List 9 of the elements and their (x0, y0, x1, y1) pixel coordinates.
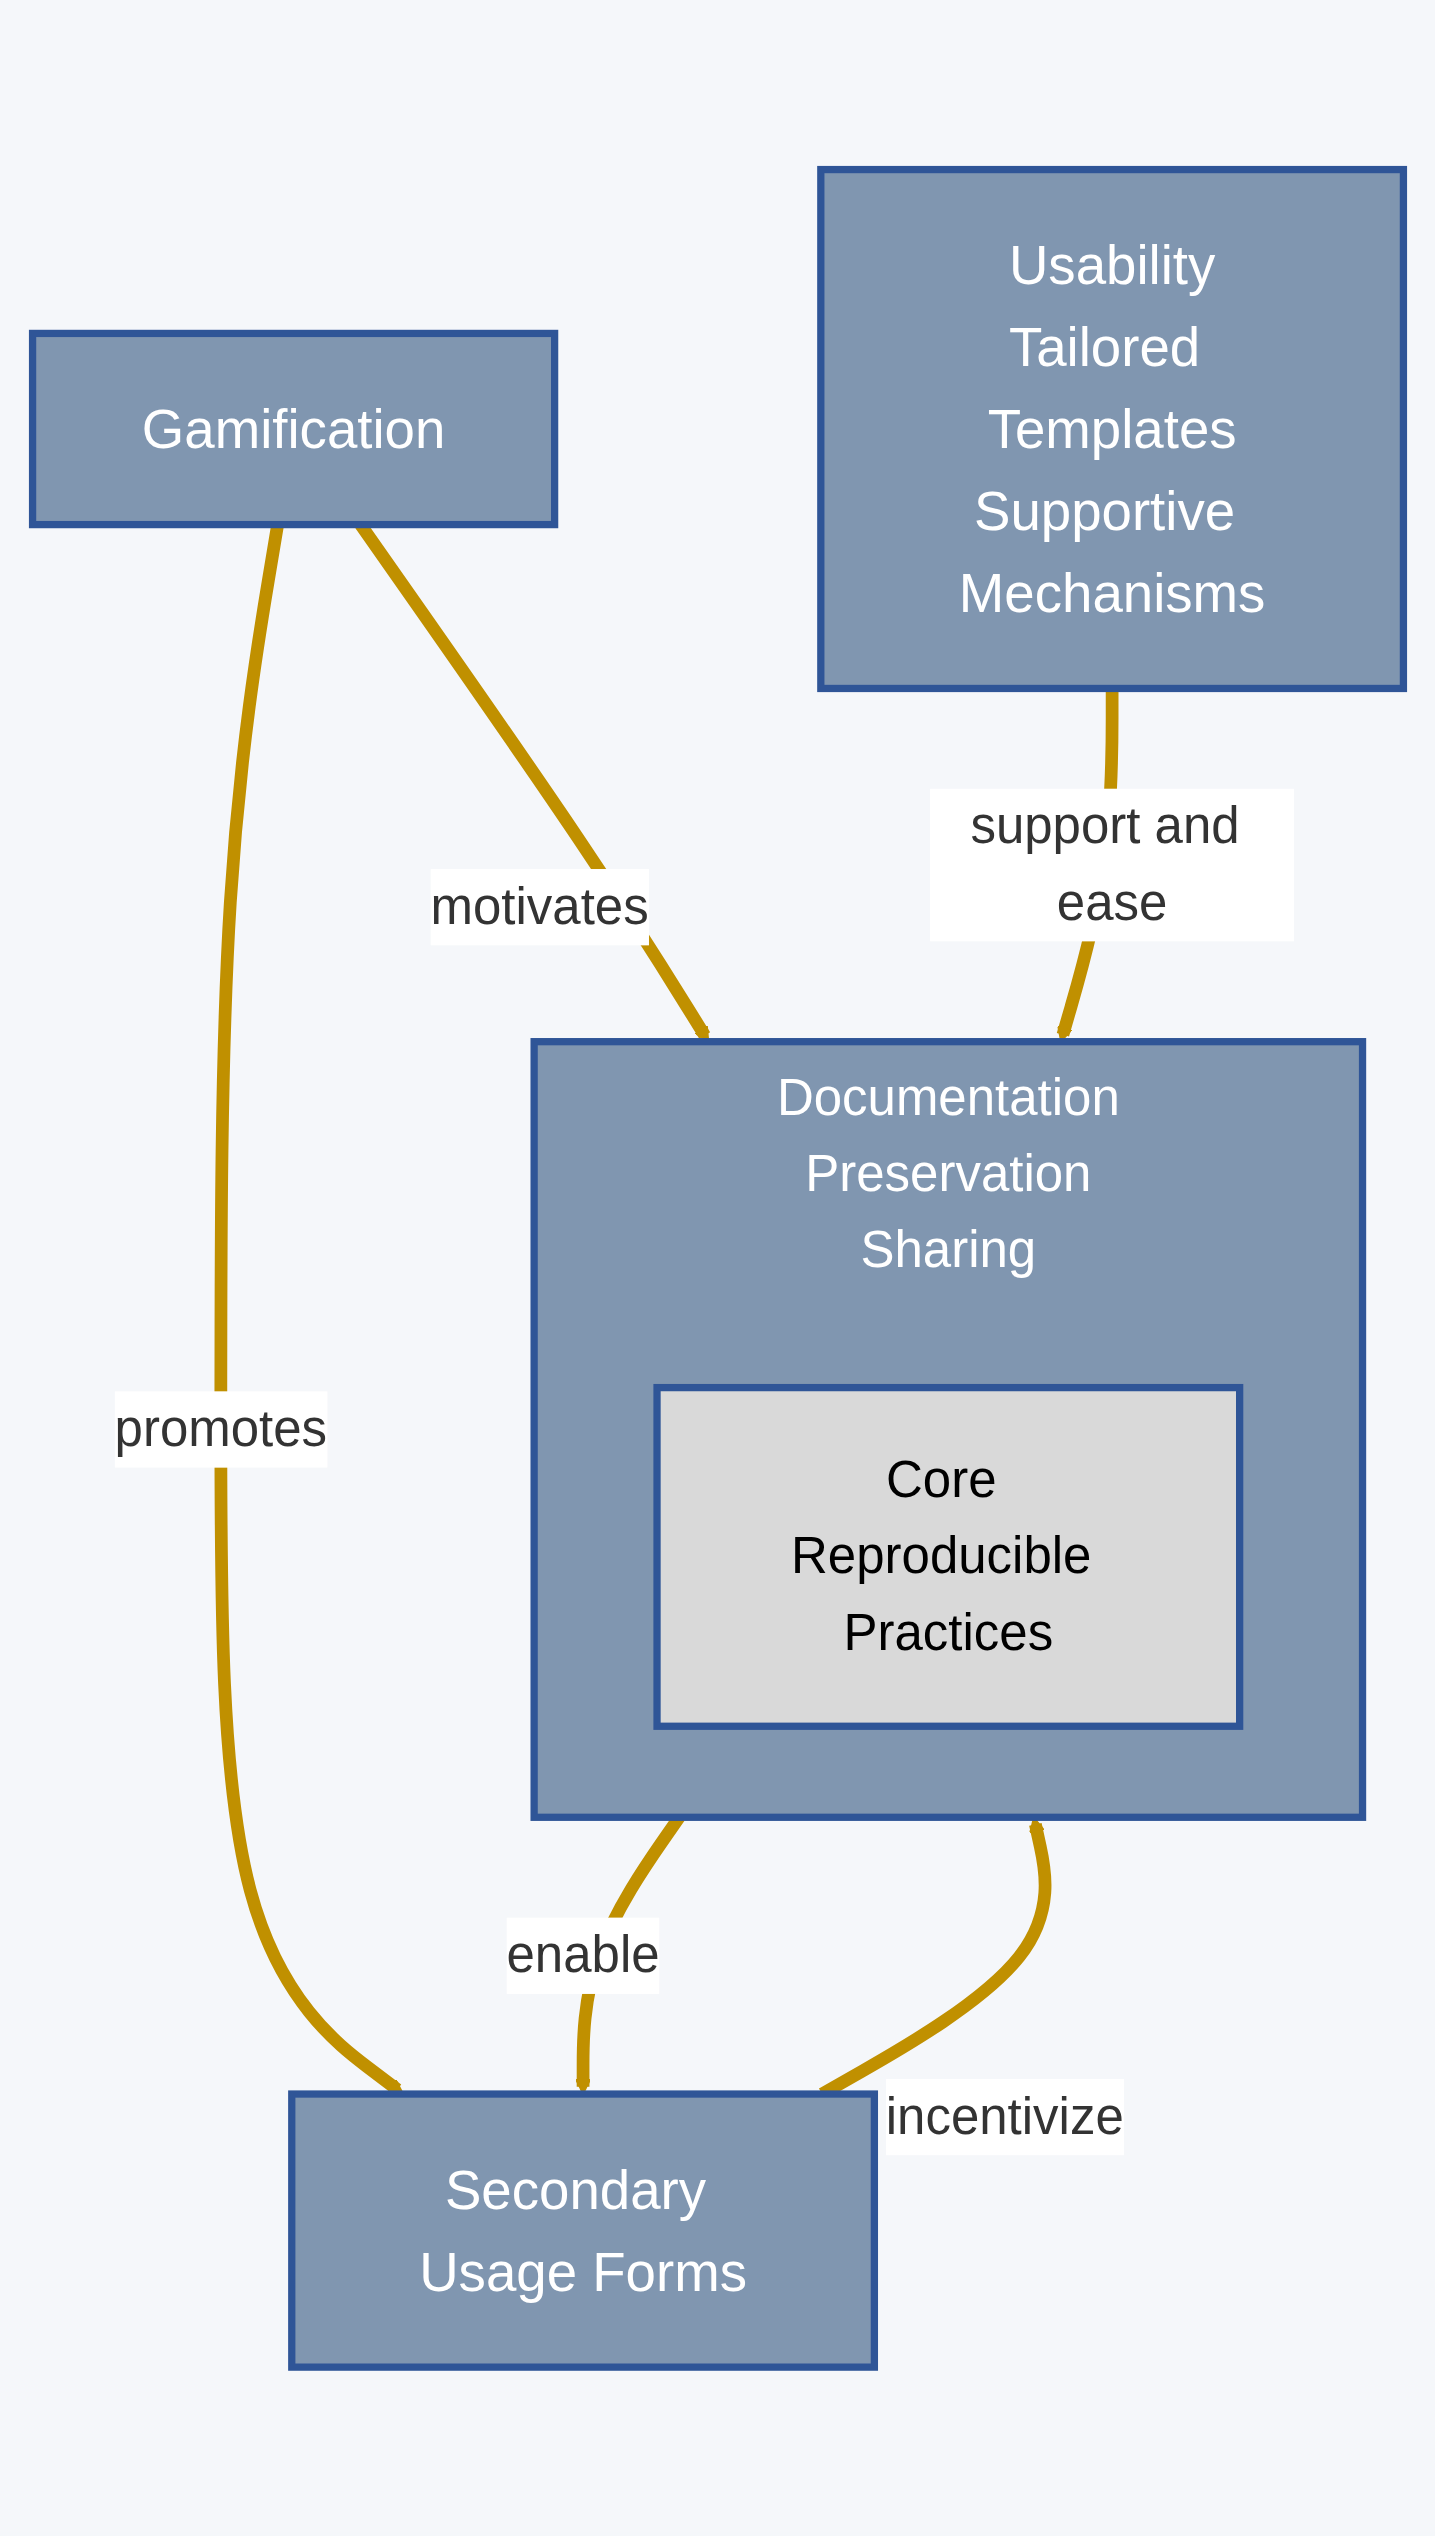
node-box: Secondary Usage Forms (287, 2090, 878, 2371)
node-box: Core Reproducible Practices (652, 1383, 1243, 1730)
node-box: Gamification (28, 329, 558, 528)
edge-label: enable (506, 1926, 660, 1983)
node-box: Usability Tailored Templates Supportive Mechanisms (816, 165, 1407, 692)
edge-label: motivates (430, 877, 649, 935)
edge-label: incentivize (885, 2087, 1124, 2145)
edge-label: promotes (114, 1399, 327, 1457)
edge-label: support and ease (969, 797, 1240, 931)
